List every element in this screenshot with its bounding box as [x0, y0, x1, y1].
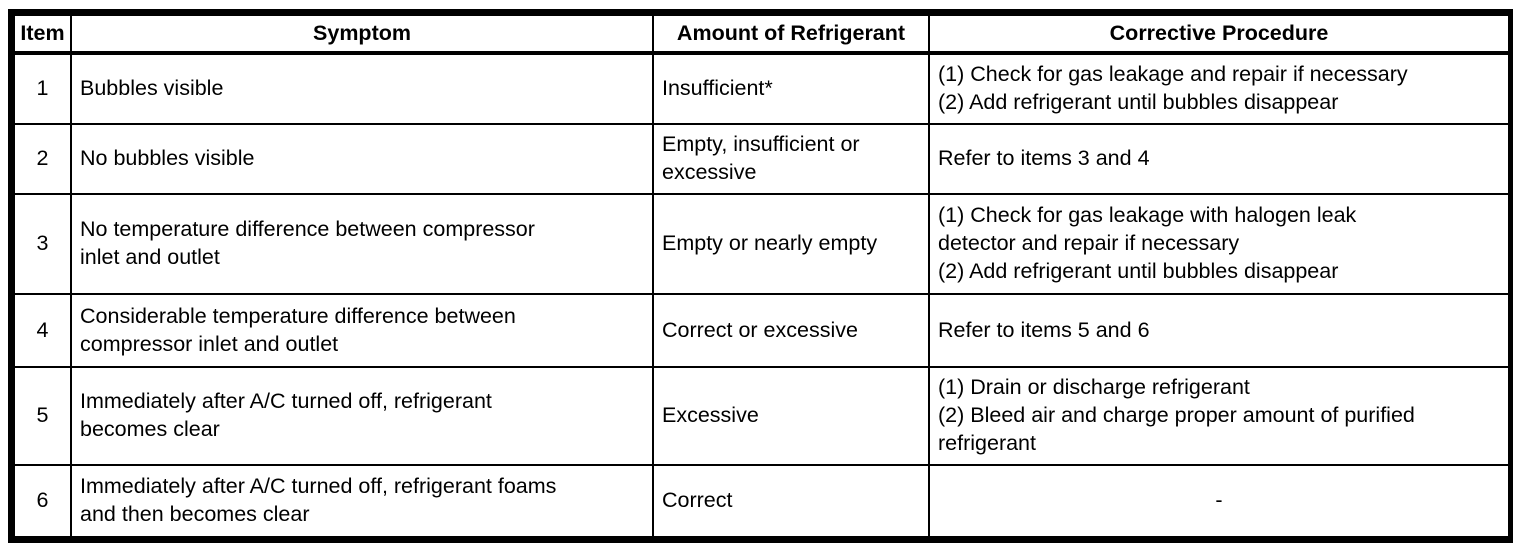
- amount-cell: Insufficient*: [652, 51, 930, 126]
- table-row: 2 No bubbles visible Empty, insufficient…: [13, 123, 1510, 196]
- header-row: Item Symptom Amount of Refrigerant Corre…: [13, 14, 1510, 55]
- symptom-cell: No bubbles visible: [70, 123, 654, 196]
- item-number: 5: [13, 365, 72, 466]
- table-row: 1 Bubbles visible Insufficient* (1) Chec…: [13, 51, 1510, 126]
- amount-cell: Empty, insufficient or excessive: [652, 123, 930, 196]
- diagnosis-table: Item Symptom Amount of Refrigerant Corre…: [13, 14, 1510, 539]
- amount-cell: Excessive: [652, 365, 930, 466]
- amount-cell: Correct: [652, 463, 930, 539]
- corrective-cell: (1) Check for gas leakage with halogen l…: [928, 193, 1510, 296]
- symptom-cell: Immediately after A/C turned off, refrig…: [70, 365, 654, 466]
- table-row: 3 No temperature difference between comp…: [13, 193, 1510, 296]
- item-number: 3: [13, 193, 72, 296]
- corrective-cell: -: [928, 463, 1510, 539]
- symptom-cell: Immediately after A/C turned off, refrig…: [70, 463, 654, 539]
- col-header-symptom: Symptom: [70, 14, 654, 55]
- table-row: 4 Considerable temperature difference be…: [13, 293, 1510, 368]
- col-header-item: Item: [13, 14, 72, 55]
- symptom-cell: Bubbles visible: [70, 51, 654, 126]
- amount-cell: Correct or excessive: [652, 293, 930, 368]
- corrective-cell: Refer to items 3 and 4: [928, 123, 1510, 196]
- table-row: 5 Immediately after A/C turned off, refr…: [13, 365, 1510, 466]
- item-number: 2: [13, 123, 72, 196]
- corrective-cell: (1) Drain or discharge refrigerant (2) B…: [928, 365, 1510, 466]
- item-number: 1: [13, 51, 72, 126]
- item-number: 4: [13, 293, 72, 368]
- col-header-corrective: Corrective Procedure: [928, 14, 1510, 55]
- col-header-amount: Amount of Refrigerant: [652, 14, 930, 55]
- refrigerant-diagnosis-table: Item Symptom Amount of Refrigerant Corre…: [8, 9, 1513, 543]
- symptom-cell: No temperature difference between compre…: [70, 193, 654, 296]
- table-row: 6 Immediately after A/C turned off, refr…: [13, 463, 1510, 539]
- symptom-cell: Considerable temperature difference betw…: [70, 293, 654, 368]
- corrective-cell: (1) Check for gas leakage and repair if …: [928, 51, 1510, 126]
- corrective-cell: Refer to items 5 and 6: [928, 293, 1510, 368]
- item-number: 6: [13, 463, 72, 539]
- amount-cell: Empty or nearly empty: [652, 193, 930, 296]
